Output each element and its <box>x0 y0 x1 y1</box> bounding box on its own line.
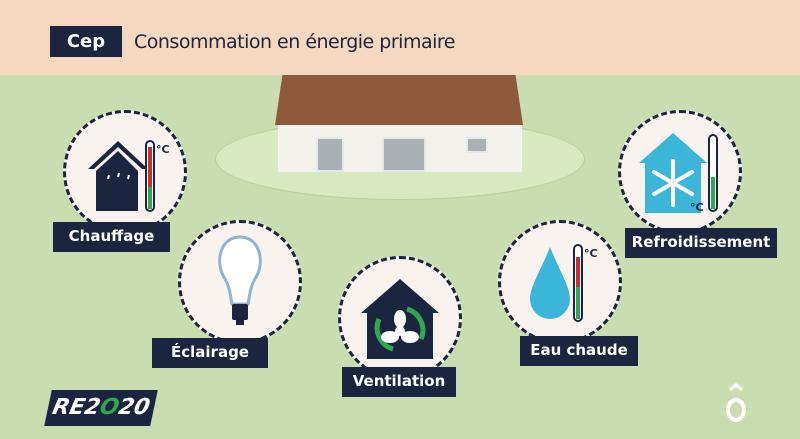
page-title: Consommation en énergie primaire <box>134 31 455 53</box>
svg-text:°C: °C <box>690 201 704 214</box>
ventilation-circle <box>338 256 462 380</box>
label-ventilation: Ventilation <box>342 367 456 397</box>
header-band <box>0 0 800 75</box>
brand-logo-icon <box>726 383 746 422</box>
label-eclairage: Éclairage <box>152 338 268 368</box>
heating-house-thermometer-icon: °C <box>88 140 170 212</box>
heating-circle: °C <box>63 110 187 234</box>
svg-text:°C: °C <box>156 143 170 156</box>
label-eau-chaude: Eau chaude <box>520 336 638 366</box>
lighting-circle <box>178 220 302 344</box>
label-refroidissement: Refroidissement <box>625 228 777 258</box>
cooling-circle: °C <box>618 110 742 234</box>
label-chauffage: Chauffage <box>53 222 170 252</box>
re2020-logo: RE2O20 <box>44 390 158 426</box>
house-wall <box>278 125 522 172</box>
cep-badge: Cep <box>50 26 122 57</box>
svg-text:°C: °C <box>584 247 598 260</box>
house-roof <box>275 75 523 125</box>
snowflake-house-thermometer-icon: °C <box>639 133 718 214</box>
hot-water-circle: °C <box>498 220 622 344</box>
water-drop-thermometer-icon: °C <box>530 244 598 322</box>
ventilation-fan-house-icon <box>361 279 439 359</box>
light-bulb-icon <box>218 235 262 325</box>
